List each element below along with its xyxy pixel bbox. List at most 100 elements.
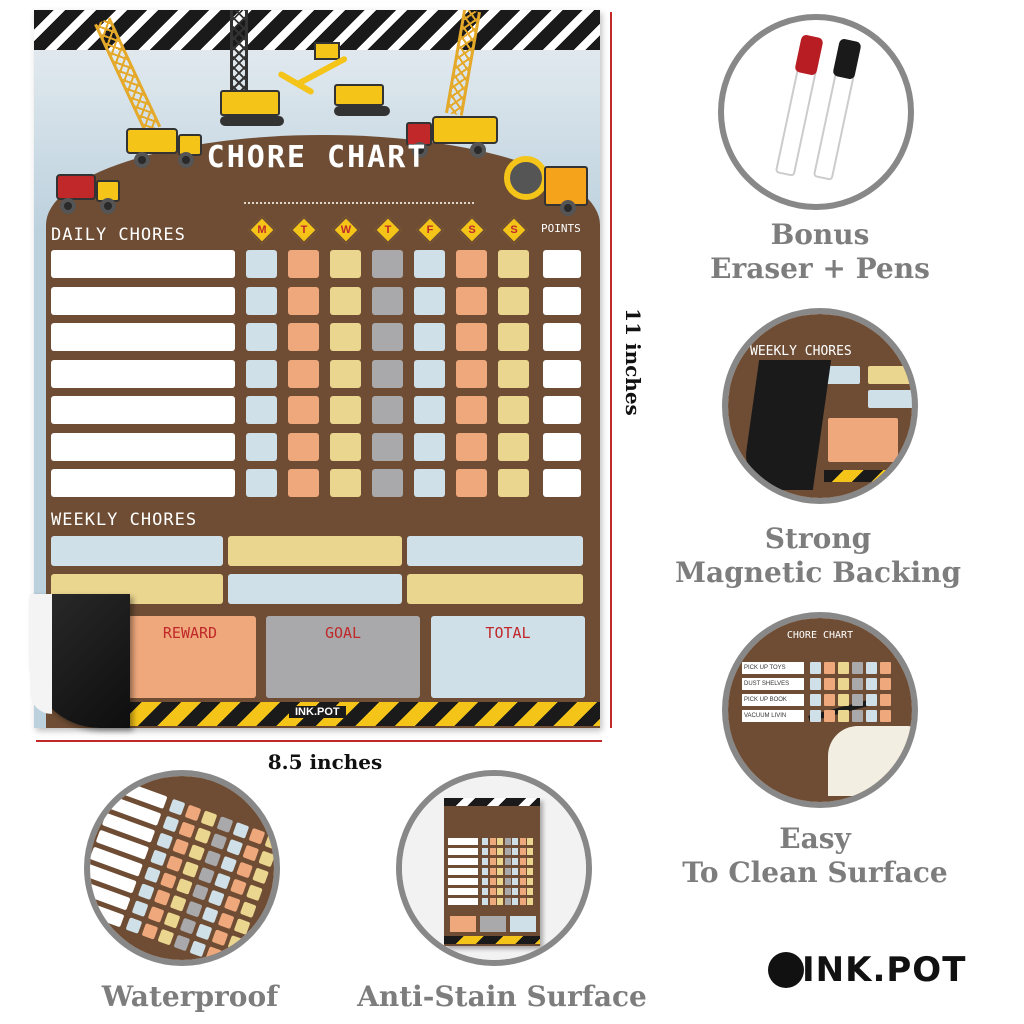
- day-check-cell[interactable]: [288, 323, 319, 351]
- day-check-cell[interactable]: [372, 396, 403, 424]
- total-box[interactable]: TOTAL: [431, 616, 585, 698]
- day-check-cell[interactable]: [330, 359, 361, 388]
- day-check-cell[interactable]: [456, 286, 487, 315]
- mini-check-cell: [527, 898, 533, 905]
- chore-name-field[interactable]: [51, 286, 235, 315]
- day-check-cell[interactable]: [288, 359, 319, 388]
- points-cell[interactable]: [543, 432, 581, 461]
- day-check-cell[interactable]: [372, 323, 403, 351]
- mini-check-cell: [504, 888, 511, 895]
- mini-check-cell: [527, 888, 533, 895]
- mini-check-cell: [482, 858, 488, 865]
- points-cell[interactable]: [543, 323, 581, 351]
- points-cell[interactable]: [543, 359, 581, 388]
- brand-logo: INK.POT: [768, 950, 966, 990]
- day-check-cell[interactable]: [330, 432, 361, 461]
- mini-check-cell: [512, 888, 518, 895]
- mini-check-cell: [810, 710, 821, 722]
- day-check-cell[interactable]: [246, 250, 277, 278]
- mini-chore-row: [448, 898, 478, 905]
- day-check-cell[interactable]: [288, 396, 319, 424]
- day-check-cell[interactable]: [414, 359, 445, 388]
- day-check-cell[interactable]: [246, 286, 277, 315]
- day-check-cell[interactable]: [414, 250, 445, 278]
- weekly-chore-field[interactable]: [228, 536, 402, 566]
- day-check-cell[interactable]: [246, 396, 277, 424]
- day-check-cell[interactable]: [288, 250, 319, 278]
- chore-name-field[interactable]: [51, 432, 235, 461]
- day-check-cell[interactable]: [246, 323, 277, 351]
- day-check-cell[interactable]: [288, 432, 319, 461]
- mini-check-cell: [810, 678, 821, 690]
- day-check-cell[interactable]: [246, 359, 277, 388]
- day-check-cell[interactable]: [330, 250, 361, 278]
- day-check-cell[interactable]: [372, 250, 403, 278]
- day-check-cell[interactable]: [372, 359, 403, 388]
- chore-name-field[interactable]: [51, 359, 235, 388]
- day-check-cell[interactable]: [414, 396, 445, 424]
- day-check-cell[interactable]: [414, 286, 445, 315]
- day-check-cell[interactable]: [330, 396, 361, 424]
- mini-check-cell: [852, 662, 863, 674]
- day-check-cell[interactable]: [288, 469, 319, 497]
- mini-check-cell: [504, 868, 511, 875]
- day-check-cell[interactable]: [498, 323, 529, 351]
- day-check-cell[interactable]: [456, 250, 487, 278]
- day-check-cell[interactable]: [456, 359, 487, 388]
- day-check-cell[interactable]: [288, 286, 319, 315]
- weekly-chore-field[interactable]: [407, 574, 583, 604]
- chore-name-field[interactable]: [51, 250, 235, 278]
- mini-check-cell: [512, 878, 518, 885]
- chore-name-field[interactable]: [51, 469, 235, 497]
- weekly-chore-field[interactable]: [51, 536, 223, 566]
- weekly-chore-field[interactable]: [407, 536, 583, 566]
- day-check-cell[interactable]: [498, 396, 529, 424]
- day-check-cell[interactable]: [372, 432, 403, 461]
- day-check-cell[interactable]: [498, 469, 529, 497]
- mini-chore-row: VACUUM LIVIN: [742, 710, 804, 722]
- feature-circle-waterproof: [84, 770, 280, 966]
- day-check-cell[interactable]: [456, 432, 487, 461]
- feature-line: Strong: [764, 522, 872, 555]
- points-cell[interactable]: [543, 286, 581, 315]
- day-check-cell[interactable]: [456, 323, 487, 351]
- day-check-cell[interactable]: [372, 286, 403, 315]
- day-check-cell[interactable]: [414, 432, 445, 461]
- day-check-cell[interactable]: [414, 323, 445, 351]
- day-check-cell[interactable]: [456, 396, 487, 424]
- chore-name-field[interactable]: [51, 323, 235, 351]
- day-check-cell[interactable]: [246, 432, 277, 461]
- weekly-chores-label: WEEKLY CHORES: [51, 510, 198, 530]
- day-check-cell[interactable]: [414, 469, 445, 497]
- reward-box[interactable]: REWARD: [124, 616, 256, 698]
- mini-check-cell: [824, 710, 835, 722]
- chore-name-field[interactable]: [51, 396, 235, 424]
- day-check-cell[interactable]: [372, 469, 403, 497]
- points-cell[interactable]: [543, 396, 581, 424]
- points-cell[interactable]: [543, 469, 581, 497]
- goal-box[interactable]: GOAL: [266, 616, 420, 698]
- day-check-cell[interactable]: [330, 286, 361, 315]
- mini-check-cell: [489, 898, 496, 905]
- day-check-cell[interactable]: [498, 432, 529, 461]
- mini-check-cell: [482, 878, 488, 885]
- day-check-cell[interactable]: [456, 469, 487, 497]
- mini-check-cell: [512, 848, 518, 855]
- day-check-cell[interactable]: [246, 469, 277, 497]
- day-check-cell[interactable]: [498, 359, 529, 388]
- day-check-cell[interactable]: [330, 469, 361, 497]
- mini-check-cell: [880, 662, 891, 674]
- mini-bottom-box: [510, 916, 536, 932]
- mini-chore-row: [448, 888, 478, 895]
- day-check-cell[interactable]: [498, 286, 529, 315]
- mini-check-cell: [489, 858, 496, 865]
- mini-check-cell: [519, 858, 526, 865]
- weekly-chore-field[interactable]: [228, 574, 402, 604]
- mini-check-cell: [497, 838, 503, 845]
- mini-check-cell: [810, 694, 821, 706]
- mini-check-cell: [504, 878, 511, 885]
- points-cell[interactable]: [543, 250, 581, 278]
- day-check-cell[interactable]: [330, 323, 361, 351]
- day-check-cell[interactable]: [498, 250, 529, 278]
